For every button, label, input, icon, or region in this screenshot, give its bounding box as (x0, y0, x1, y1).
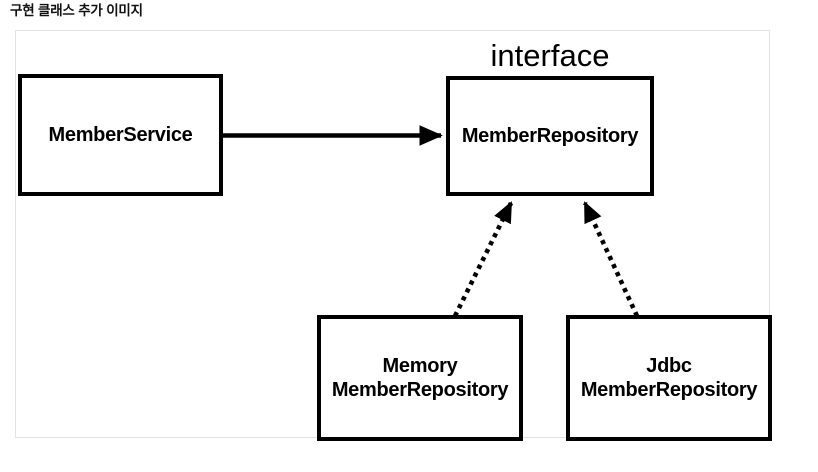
uml-box-memory-member-repository-label: Memory MemberRepository (331, 355, 509, 401)
uml-box-member-service[interactable]: MemberService (18, 74, 223, 196)
page-title: 구현 클래스 추가 이미지 (10, 3, 143, 18)
uml-box-member-service-label: MemberService (48, 124, 193, 146)
uml-box-jdbc-member-repository[interactable]: Jdbc MemberRepository (566, 315, 772, 441)
uml-box-memory-member-repository[interactable]: Memory MemberRepository (317, 315, 523, 441)
uml-box-jdbc-member-repository-label: Jdbc MemberRepository (580, 355, 758, 401)
uml-box-member-repository[interactable]: MemberRepository (446, 76, 654, 196)
edge-realization-memory-to-repository (452, 201, 514, 318)
edge-realization-jdbc-to-repository (582, 201, 640, 317)
interface-stereotype-label: interface (490, 38, 610, 73)
uml-box-member-repository-label: MemberRepository (461, 125, 639, 147)
